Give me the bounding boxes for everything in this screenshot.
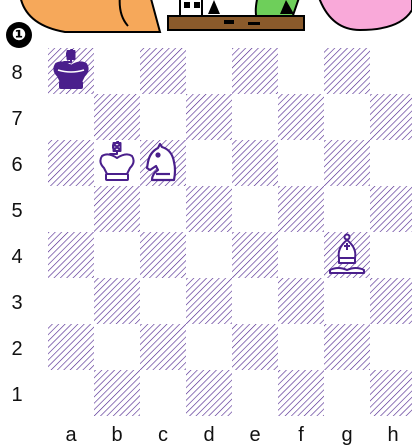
square-b7[interactable]: [94, 94, 140, 140]
square-c8[interactable]: [140, 48, 186, 94]
square-c7[interactable]: [140, 94, 186, 140]
square-a2[interactable]: [48, 324, 94, 370]
file-label-f: f: [278, 424, 324, 447]
square-h3[interactable]: [370, 278, 412, 324]
square-c3[interactable]: [140, 278, 186, 324]
file-label-g: g: [324, 424, 370, 447]
square-b5[interactable]: [94, 186, 140, 232]
square-g6[interactable]: [324, 140, 370, 186]
square-a5[interactable]: [48, 186, 94, 232]
square-a4[interactable]: [48, 232, 94, 278]
square-e3[interactable]: [232, 278, 278, 324]
square-d8[interactable]: [186, 48, 232, 94]
file-label-e: e: [232, 424, 278, 447]
square-g8[interactable]: [324, 48, 370, 94]
rank-label-6: 6: [0, 154, 34, 177]
square-d6[interactable]: [186, 140, 232, 186]
square-h4[interactable]: [370, 232, 412, 278]
square-g7[interactable]: [324, 94, 370, 140]
rank-label-3: 3: [0, 292, 34, 315]
banner-illustration: [0, 0, 412, 42]
rank-label-4: 4: [0, 246, 34, 269]
square-g1[interactable]: [324, 370, 370, 416]
square-d2[interactable]: [186, 324, 232, 370]
square-f1[interactable]: [278, 370, 324, 416]
rank-label-1: 1: [0, 384, 34, 407]
file-label-d: d: [186, 424, 232, 447]
square-h8[interactable]: [370, 48, 412, 94]
square-b1[interactable]: [94, 370, 140, 416]
square-g2[interactable]: [324, 324, 370, 370]
square-f4[interactable]: [278, 232, 324, 278]
square-f8[interactable]: [278, 48, 324, 94]
square-a6[interactable]: [48, 140, 94, 186]
file-label-b: b: [94, 424, 140, 447]
square-b4[interactable]: [94, 232, 140, 278]
square-g3[interactable]: [324, 278, 370, 324]
square-d3[interactable]: [186, 278, 232, 324]
square-c1[interactable]: [140, 370, 186, 416]
rank-label-2: 2: [0, 338, 34, 361]
illustration-banner: [0, 0, 412, 42]
square-h1[interactable]: [370, 370, 412, 416]
file-label-c: c: [140, 424, 186, 447]
square-a7[interactable]: [48, 94, 94, 140]
square-f5[interactable]: [278, 186, 324, 232]
square-c2[interactable]: [140, 324, 186, 370]
square-a1[interactable]: [48, 370, 94, 416]
file-label-a: a: [48, 424, 94, 447]
square-f7[interactable]: [278, 94, 324, 140]
square-f2[interactable]: [278, 324, 324, 370]
square-e4[interactable]: [232, 232, 278, 278]
square-e8[interactable]: [232, 48, 278, 94]
square-e1[interactable]: [232, 370, 278, 416]
square-h2[interactable]: [370, 324, 412, 370]
square-e2[interactable]: [232, 324, 278, 370]
file-label-h: h: [370, 424, 412, 447]
square-d4[interactable]: [186, 232, 232, 278]
square-g5[interactable]: [324, 186, 370, 232]
puzzle-number-badge: ❶: [6, 22, 32, 48]
square-h5[interactable]: [370, 186, 412, 232]
square-h7[interactable]: [370, 94, 412, 140]
square-d5[interactable]: [186, 186, 232, 232]
square-e5[interactable]: [232, 186, 278, 232]
rank-label-8: 8: [0, 62, 34, 85]
square-e6[interactable]: [232, 140, 278, 186]
rank-label-7: 7: [0, 108, 34, 131]
square-a3[interactable]: [48, 278, 94, 324]
square-f3[interactable]: [278, 278, 324, 324]
square-d7[interactable]: [186, 94, 232, 140]
square-c5[interactable]: [140, 186, 186, 232]
square-f6[interactable]: [278, 140, 324, 186]
rank-label-5: 5: [0, 200, 34, 223]
square-e7[interactable]: [232, 94, 278, 140]
square-h6[interactable]: [370, 140, 412, 186]
chessboard: [48, 48, 412, 414]
square-b2[interactable]: [94, 324, 140, 370]
square-b8[interactable]: [94, 48, 140, 94]
square-c4[interactable]: [140, 232, 186, 278]
square-b3[interactable]: [94, 278, 140, 324]
square-d1[interactable]: [186, 370, 232, 416]
